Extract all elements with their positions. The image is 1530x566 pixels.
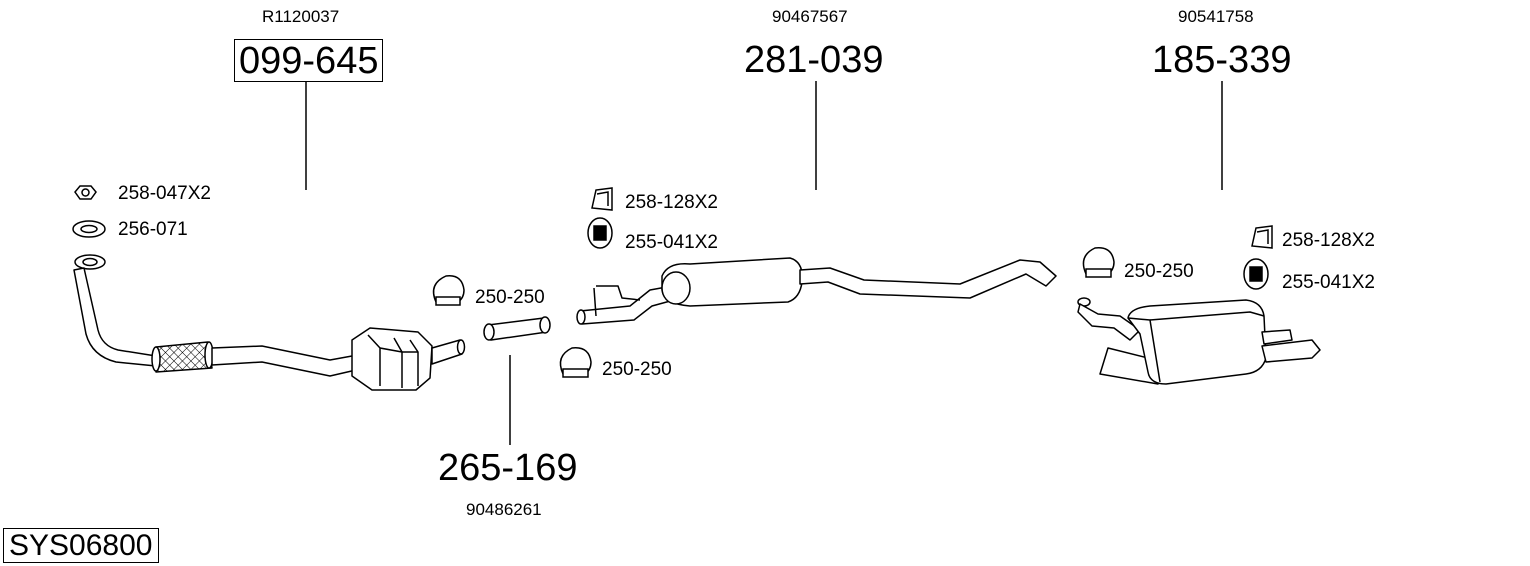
oem-ref-number: R1120037	[262, 7, 340, 26]
fitting-label: 256-071	[118, 219, 188, 240]
rubber-mount-icon	[587, 217, 613, 249]
fitting-label: 255-041X2	[1282, 272, 1375, 293]
middle-silencer-drawing	[576, 257, 1057, 325]
hanger-bracket-icon	[1251, 225, 1273, 249]
oem-ref-number: 90541758	[1178, 7, 1254, 26]
oem-ref-number: 90486261	[466, 500, 542, 519]
fitting-label: 258-128X2	[1282, 230, 1375, 251]
part-number-label: 281-039	[744, 39, 884, 81]
leader-lines	[305, 81, 1223, 445]
hanger-bracket-icon	[591, 187, 613, 211]
fitting-label: 250-250	[475, 287, 545, 308]
fitting-label: 250-250	[1124, 261, 1194, 282]
catalytic-converter-body	[351, 327, 433, 391]
fitting-label: 258-047X2	[118, 183, 211, 204]
oem-ref-number: 90467567	[772, 7, 848, 26]
fitting-label: 255-041X2	[625, 232, 718, 253]
part-number-label: 099-645	[234, 39, 384, 82]
fitting-label: 250-250	[602, 359, 672, 380]
clamp-icon	[559, 347, 592, 378]
sleeve-pipe-drawing	[483, 316, 551, 341]
system-code-label: SYS06800	[3, 528, 160, 563]
front-pipe-catalyst-drawing	[73, 254, 466, 391]
rear-silencer-drawing	[1077, 297, 1321, 385]
gasket-icon	[72, 220, 106, 238]
nut-icon	[74, 185, 97, 200]
clamp-icon	[432, 275, 465, 306]
clamp-icon	[1082, 247, 1115, 278]
rubber-mount-icon	[1243, 258, 1269, 290]
part-number-label: 185-339	[1152, 39, 1292, 81]
fitting-label: 258-128X2	[625, 192, 718, 213]
part-number-label: 265-169	[438, 447, 578, 489]
